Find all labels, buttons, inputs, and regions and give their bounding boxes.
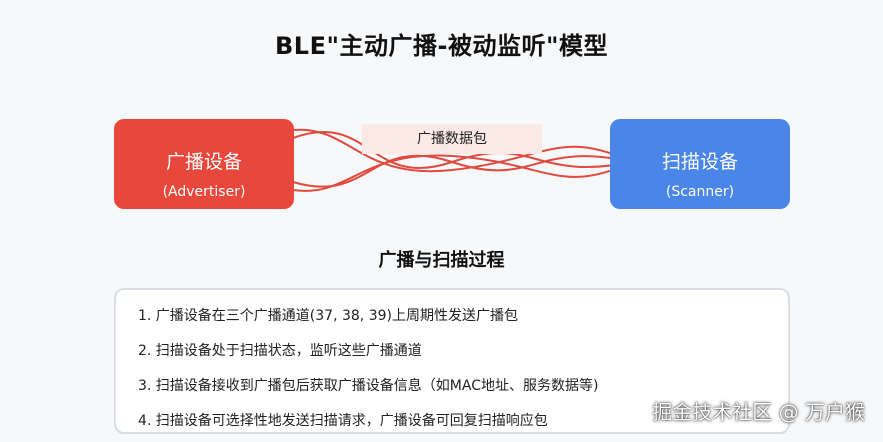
scanner-name: 扫描设备 (661, 151, 738, 173)
advertiser-name: 广播设备 (165, 151, 242, 173)
scanner-box: 扫描设备 (Scanner) (610, 119, 790, 209)
packet-label: 广播数据包 (362, 124, 542, 154)
broadcast-arrow-2 (292, 154, 632, 188)
watermark: 掘金技术社区 @ 万户猴 (652, 400, 865, 424)
process-step: 4. 扫描设备可选择性地发送扫描请求，广播设备可回复扫描响应包 (138, 413, 548, 429)
process-steps-panel: 1. 广播设备在三个广播通道(37, 38, 39)上周期性发送广播包 2. 扫… (114, 288, 790, 434)
process-step: 1. 广播设备在三个广播通道(37, 38, 39)上周期性发送广播包 (138, 308, 518, 324)
process-steps-list: 1. 广播设备在三个广播通道(37, 38, 39)上周期性发送广播包 2. 扫… (116, 290, 788, 430)
broadcast-arrow-4 (292, 154, 633, 192)
advertiser-box: 广播设备 (Advertiser) (114, 119, 294, 209)
broadcast-arrow-3 (292, 128, 633, 173)
scanner-subtitle: (Scanner) (665, 184, 735, 200)
process-step: 3. 扫描设备接收到广播包后获取广播设备信息（如MAC地址、服务数据等) (138, 378, 599, 394)
process-step: 2. 扫描设备处于扫描状态，监听这些广播通道 (138, 343, 422, 359)
diagram-title: BLE"主动广播-被动监听"模型 (275, 32, 608, 60)
advertiser-subtitle: (Advertiser) (162, 184, 246, 200)
process-title: 广播与扫描过程 (378, 250, 505, 271)
